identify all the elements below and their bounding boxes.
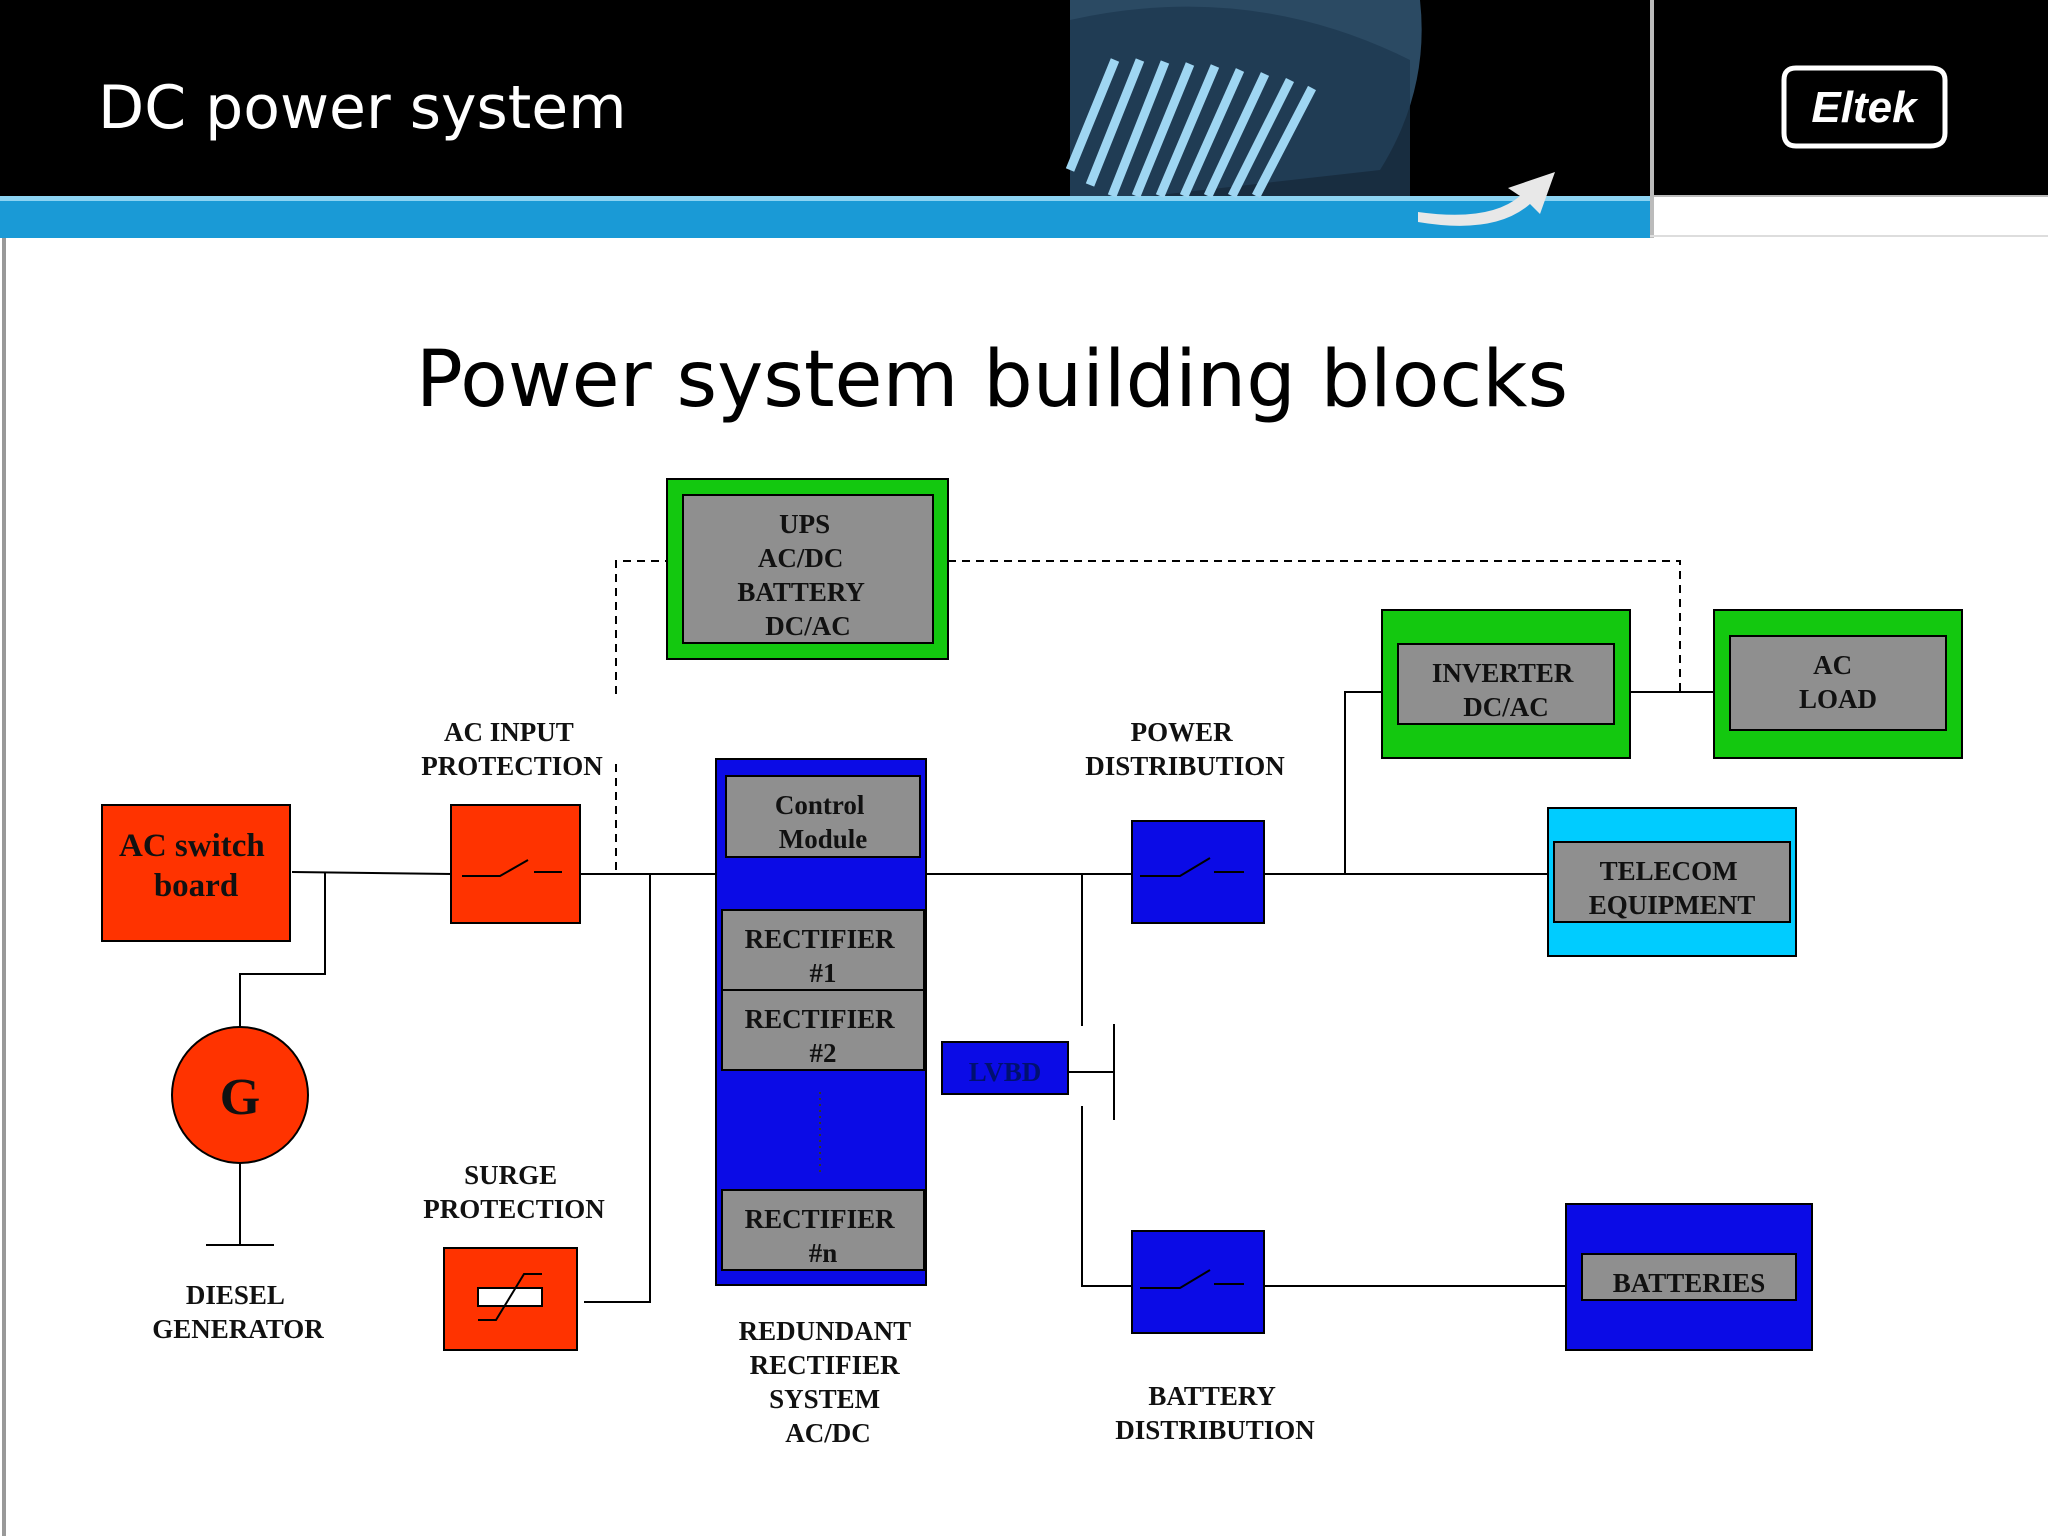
ac-input-protection-label-2: PROTECTION <box>421 751 603 781</box>
control-module-line-2: Module <box>779 824 868 854</box>
rectifier-2-line-1: RECTIFIER <box>745 1004 896 1034</box>
inverter-line-1: INVERTER <box>1432 658 1574 688</box>
redundant-rectifier-label-1: REDUNDANT <box>739 1316 911 1346</box>
header-bar <box>0 0 2048 238</box>
svg-text:Control Module: Control Module <box>775 790 871 854</box>
eltek-logo: Eltek <box>1781 65 1948 149</box>
ups-line-2: AC/DC <box>758 543 844 573</box>
svg-text:RECTIFIER #1: RECTIFIER #1 <box>745 924 902 988</box>
inverter-line-2: DC/AC <box>1463 692 1549 722</box>
telecom-line-2: EQUIPMENT <box>1589 890 1756 920</box>
ac-switch-board-line-2: board <box>154 868 238 904</box>
control-module-line-1: Control <box>775 790 865 820</box>
svg-text:RECTIFIER #2: RECTIFIER #2 <box>745 1004 902 1068</box>
battery-distribution-label-1: BATTERY <box>1148 1381 1275 1411</box>
ac-load-line-2: LOAD <box>1799 684 1877 714</box>
svg-text:RECTIFIER #n: RECTIFIER #n <box>745 1204 902 1268</box>
svg-text:BATTERY DISTRIBUTION: BATTERY DISTRIBUTION <box>1115 1381 1315 1445</box>
ups-line-4: DC/AC <box>765 611 851 641</box>
svg-text:AC switch board: AC switch board <box>119 828 273 904</box>
ac-switch-board-block: AC switch board <box>101 804 291 942</box>
telecom-line-1: TELECOM <box>1600 856 1738 886</box>
power-distribution-breaker <box>1131 820 1265 924</box>
battery-distribution-breaker <box>1131 1230 1265 1334</box>
diesel-generator-symbol: G <box>171 1026 309 1164</box>
svg-text:POWER DISTRIBUTION: POWER DISTRIBUTION <box>1085 717 1285 781</box>
ups-line-3: BATTERY <box>737 577 864 607</box>
diesel-generator-label-1: DIESEL <box>186 1280 284 1310</box>
ac-input-protection-label-1: AC INPUT <box>444 717 574 747</box>
svg-text:AC LOAD: AC LOAD <box>1799 650 1877 714</box>
rectifier-n-line-2: #n <box>809 1238 838 1268</box>
svg-text:AC INPUT PROTECTION: AC INPUT PROTECTION <box>421 717 603 781</box>
rectifier-n-line-1: RECTIFIER <box>745 1204 896 1234</box>
redundant-rectifier-label-4: AC/DC <box>785 1418 871 1448</box>
surge-protection-device <box>443 1247 578 1351</box>
diesel-generator-label-2: GENERATOR <box>152 1314 324 1344</box>
batteries-label: BATTERIES <box>1613 1268 1766 1298</box>
redundant-rectifier-label-2: RECTIFIER <box>750 1350 901 1380</box>
rectifier-1-line-1: RECTIFIER <box>745 924 896 954</box>
ac-load-line-1: AC <box>1813 650 1852 680</box>
ac-load-block: AC LOAD <box>1713 609 1963 759</box>
power-distribution-label-2: DISTRIBUTION <box>1085 751 1285 781</box>
ac-switch-board-line-1: AC switch <box>119 828 265 864</box>
rectifier-1 <box>721 909 925 991</box>
lvbd-block: LVBD <box>941 1041 1069 1095</box>
rectifier-2 <box>721 989 925 1071</box>
control-module <box>725 775 921 858</box>
rectifier-n <box>721 1189 925 1271</box>
slide-title: Power system building blocks <box>416 335 1568 425</box>
svg-text:UPS AC/DC BATTERY: UPS AC/DC BATTERY DC/AC <box>737 509 870 641</box>
svg-text:DIESEL GENERATOR: DIESEL GENERATOR <box>152 1280 324 1344</box>
rectifier-system-block: Control Module RECTIFIER #1 RECTIFIER #2… <box>715 758 927 1286</box>
svg-text:TELECOM EQUIPMENT: TELECOM EQUIPMENT <box>1589 856 1756 920</box>
battery-distribution-label-2: DISTRIBUTION <box>1115 1415 1315 1445</box>
telecom-block: TELECOM EQUIPMENT <box>1547 807 1797 957</box>
ac-input-protection-breaker <box>450 804 581 924</box>
redundant-rectifier-label-3: SYSTEM <box>769 1384 880 1414</box>
svg-text:SURGE PROTECTION: SURGE PROTECTION <box>423 1160 605 1224</box>
wiring <box>206 560 1714 1303</box>
generator-g-label: G <box>220 1069 260 1126</box>
header-title: DC power system <box>98 73 627 143</box>
logo-text: Eltek <box>1811 83 1919 132</box>
header-graphic <box>1065 0 1555 226</box>
power-distribution-label-1: POWER <box>1131 717 1234 747</box>
surge-protection-label-1: SURGE <box>464 1160 557 1190</box>
rectifier-1-line-2: #1 <box>810 958 837 988</box>
svg-text:REDUNDANT RECTIFIER SY: REDUNDANT RECTIFIER SYSTEM AC/DC <box>739 1316 918 1448</box>
ups-block: UPS AC/DC BATTERY DC/AC <box>666 478 949 660</box>
batteries-block: BATTERIES <box>1565 1203 1813 1351</box>
ups-line-1: UPS <box>779 509 830 539</box>
rectifier-2-line-2: #2 <box>810 1038 837 1068</box>
surge-protection-label-2: PROTECTION <box>423 1194 605 1224</box>
lvbd-label: LVBD <box>969 1057 1042 1087</box>
svg-text:INVERTER DC/AC: INVERTER DC/AC <box>1432 658 1580 722</box>
inverter-block: INVERTER DC/AC <box>1381 609 1631 759</box>
